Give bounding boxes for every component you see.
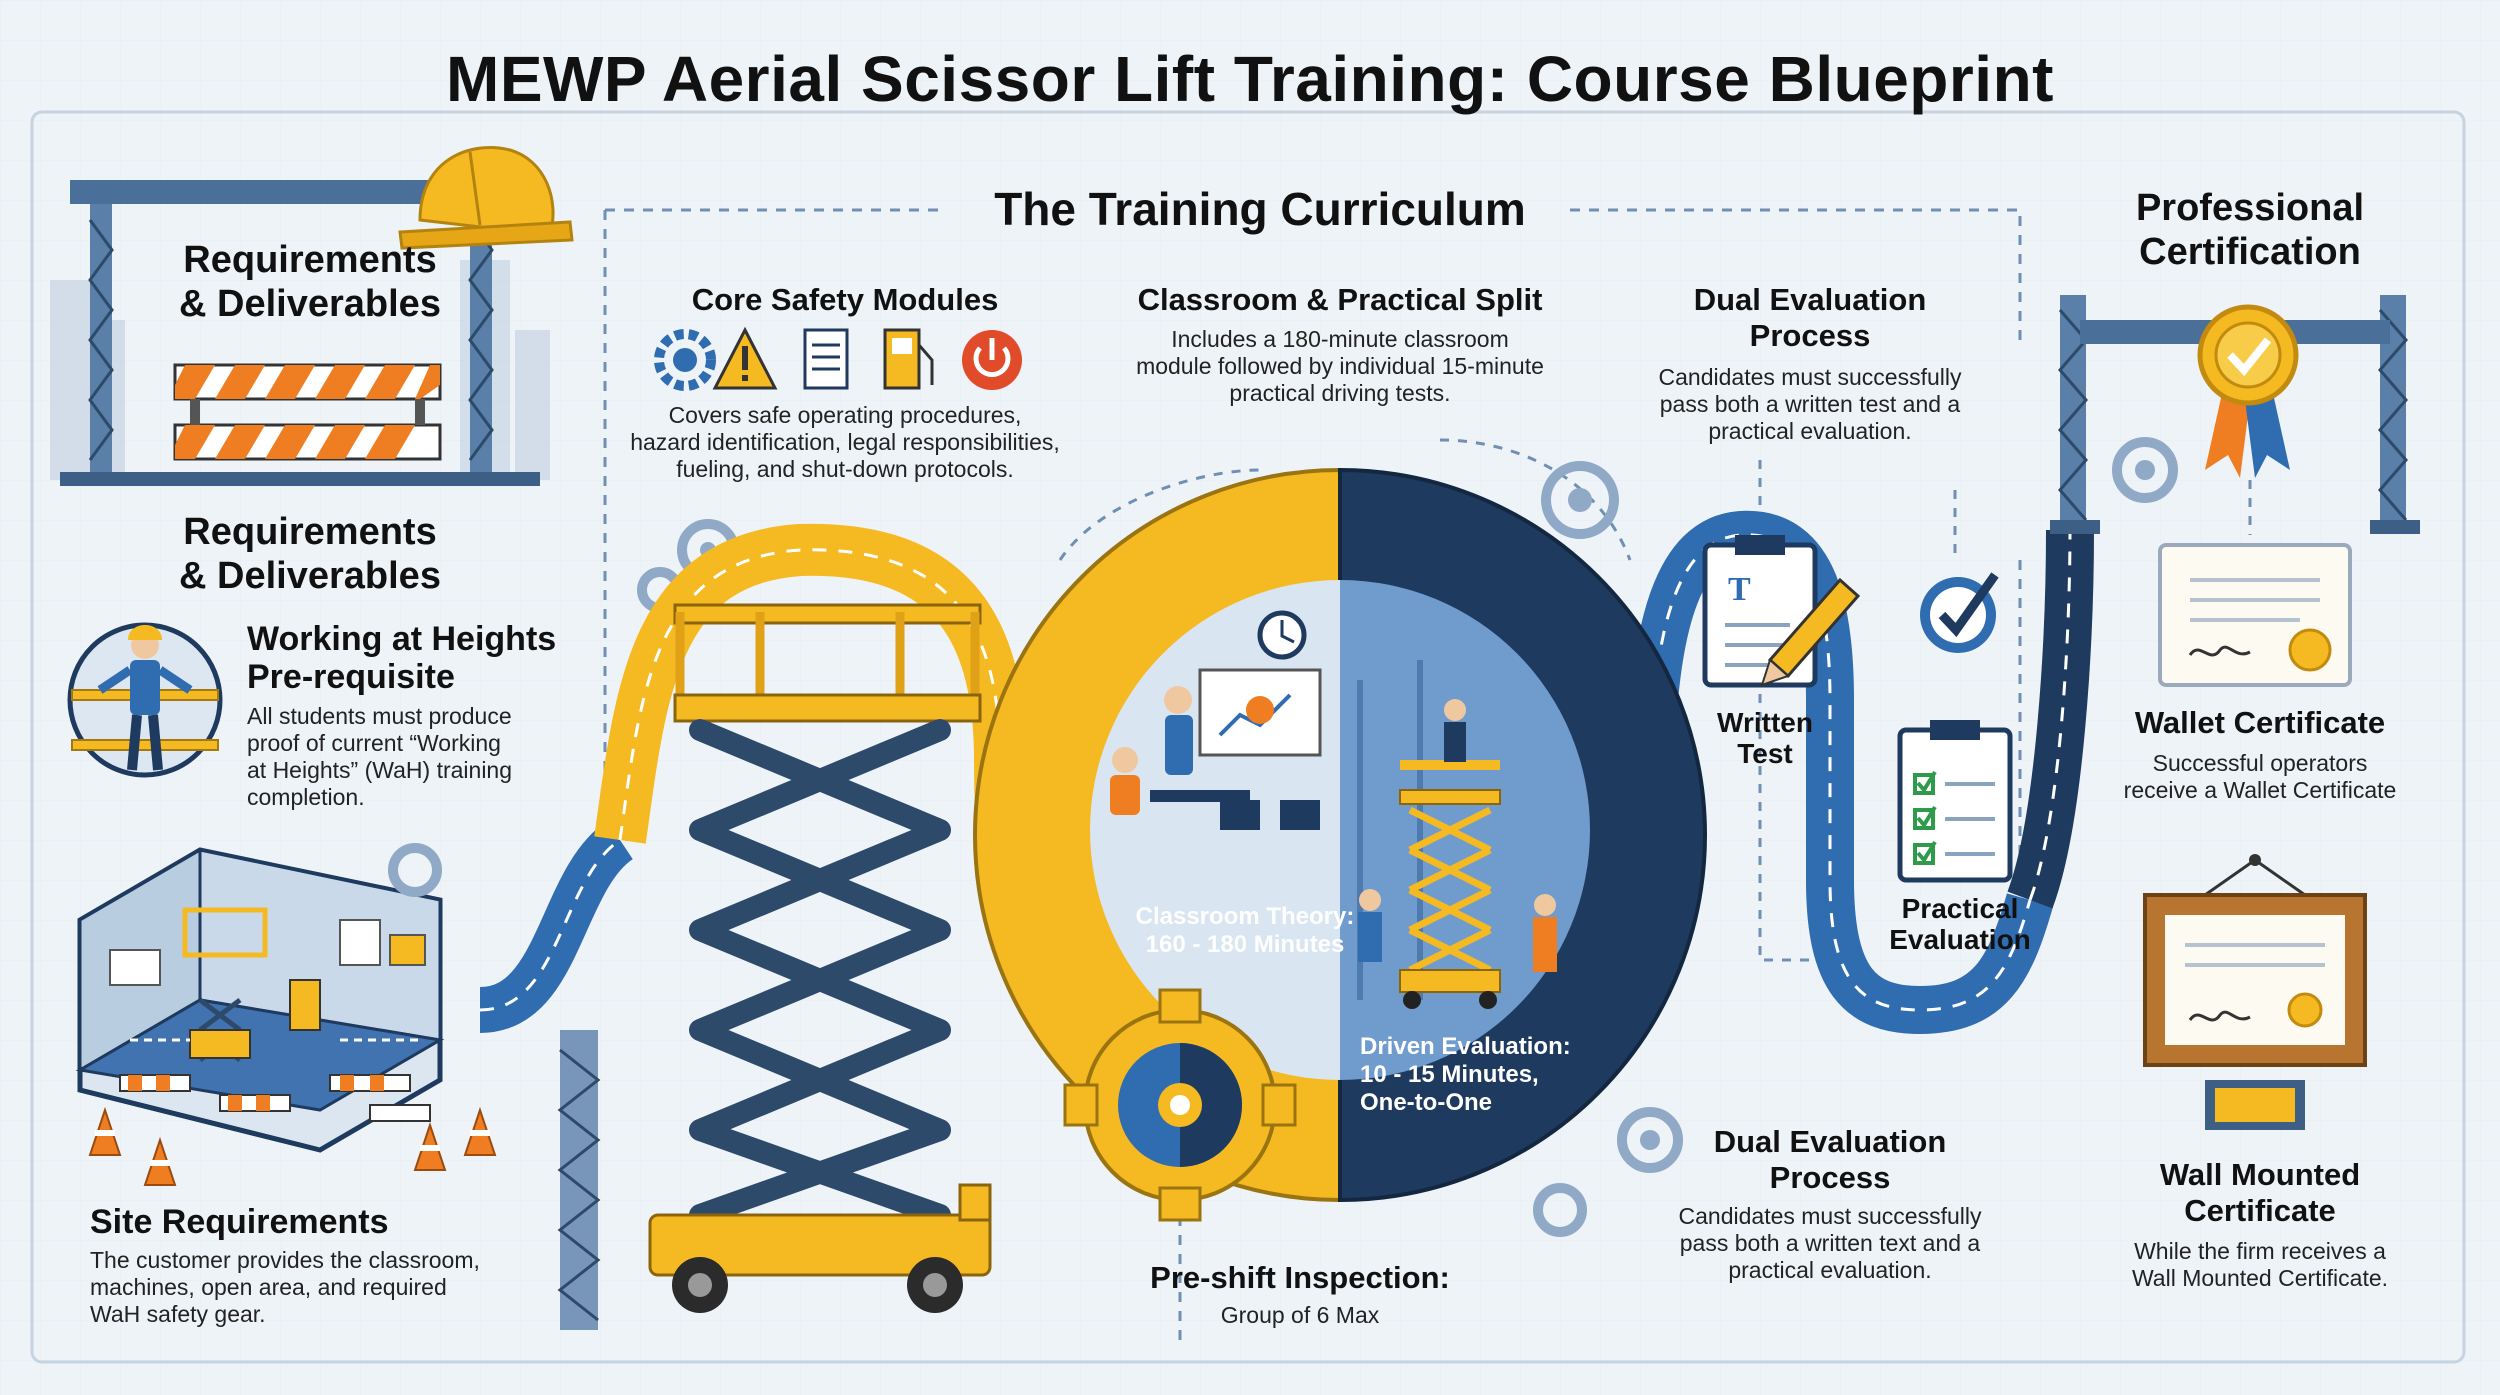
practical-evaluation-clipboard-icon — [1897, 720, 2013, 883]
power-icon — [962, 330, 1022, 390]
hard-hat-icon — [398, 146, 574, 250]
classroom-theory-label: Classroom Theory: 160 - 180 Minutes — [1135, 903, 1355, 958]
curriculum-heading: The Training Curriculum — [994, 183, 1526, 235]
pre-shift-inspection-gear-icon — [1063, 988, 1297, 1222]
checkmark-icon — [1920, 572, 1999, 653]
wallet-certificate-text: Successful operators receive a Wallet Ce… — [2123, 750, 2397, 803]
page-title: MEWP Aerial Scissor Lift Training: Cours… — [446, 43, 2054, 115]
wallet-certificate-icon — [2158, 543, 2352, 687]
dashed-arcs — [1058, 438, 1632, 561]
core-safety-text: Covers safe operating procedures, hazard… — [630, 402, 1060, 482]
dual-evaluation-top-heading: Dual Evaluation Process — [1693, 282, 1927, 353]
warning-icon — [712, 326, 778, 390]
wall-certificate-text: While the firm receives a Wall Mounted C… — [2131, 1238, 2389, 1291]
dual-evaluation-bottom-text: Candidates must successfully pass both a… — [1678, 1203, 1982, 1283]
site-room-illustration — [75, 847, 445, 1153]
certification-heading: Professional Certification — [2135, 187, 2365, 273]
pre-shift-heading: Pre-shift Inspection: — [1150, 1260, 1450, 1295]
barricade-stripes — [173, 363, 442, 461]
site-requirements-heading: Site Requirements — [90, 1203, 389, 1241]
pre-shift-text: Group of 6 Max — [1220, 1302, 1380, 1328]
requirements-heading: Requirements & Deliverables — [179, 511, 441, 597]
wall-certificate-heading: Wall Mounted Certificate — [2159, 1157, 2361, 1228]
site-requirements-text: The customer provides the classroom, mac… — [90, 1247, 480, 1327]
split-heading: Classroom & Practical Split — [1137, 282, 1543, 317]
requirements-banner-heading: Requirements & Deliverables — [179, 239, 441, 325]
dual-evaluation-bottom-heading: Dual Evaluation Process — [1713, 1124, 1947, 1195]
core-safety-heading: Core Safety Modules — [691, 282, 999, 317]
award-badge-icon — [2197, 304, 2299, 478]
practical-evaluation-label: Practical Evaluation — [1889, 893, 2031, 955]
fuel-pump-icon — [883, 328, 934, 390]
wallet-certificate-heading: Wallet Certificate — [2134, 705, 2386, 740]
driven-evaluation-label: Driven Evaluation: 10 - 15 Minutes, One-… — [1360, 1033, 1571, 1116]
split-text: Includes a 180-minute classroom module f… — [1136, 326, 1544, 406]
scissor-lift-illustration — [648, 603, 992, 1313]
wah-heading: Working at Heights Pre-requisite — [247, 620, 557, 696]
written-test-clipboard-icon: T — [1702, 535, 1861, 688]
worker-at-heights-icon — [67, 622, 223, 778]
wall-certificate-icon — [2143, 854, 2367, 1130]
gear-icon — [654, 329, 716, 391]
wah-text: All students must produce proof of curre… — [247, 703, 513, 810]
document-icon — [803, 328, 849, 390]
classroom-practical-gear — [973, 467, 1707, 1203]
curriculum-dashed-frame — [603, 208, 2022, 1340]
dual-evaluation-top-text: Candidates must successfully pass both a… — [1658, 364, 1962, 444]
written-test-label: Written Test — [1717, 707, 1813, 769]
outer-frame — [30, 110, 2466, 1364]
svg-text:T: T — [1728, 571, 1751, 608]
